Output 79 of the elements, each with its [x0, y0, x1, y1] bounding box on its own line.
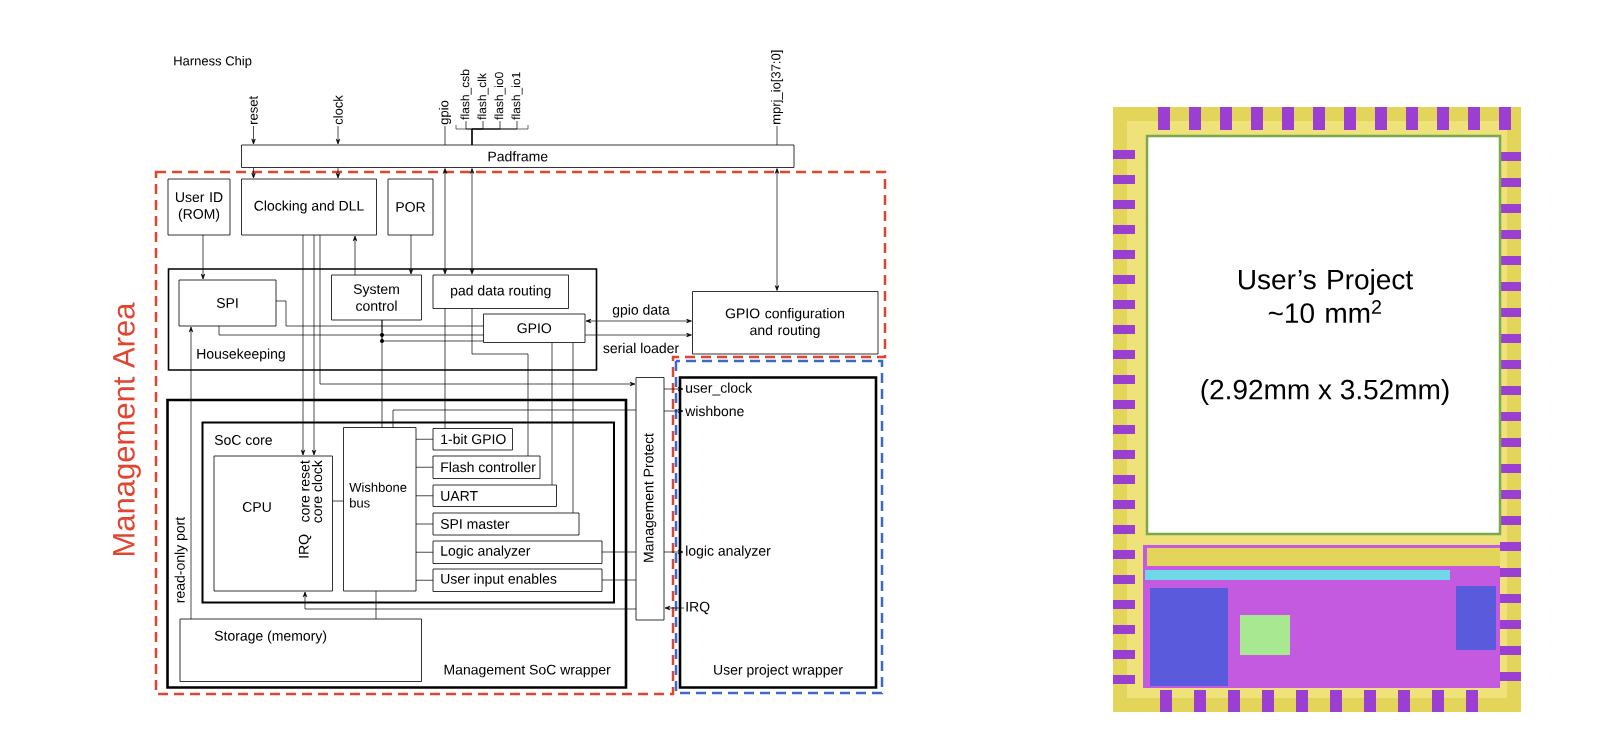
peripheral-box: Flash controller: [432, 455, 541, 479]
title: Harness Chip: [174, 55, 252, 69]
peripheral-box: Logic analyzer: [432, 540, 603, 564]
port-label: user_clock: [686, 382, 753, 396]
connector-line: [444, 125, 446, 146]
arrow: [469, 168, 475, 275]
arrow: [663, 408, 684, 414]
signal-label: flash_csb: [460, 69, 472, 120]
peripheral-box: SPI master: [432, 512, 580, 536]
connector-line: [415, 579, 434, 581]
arrow: [663, 549, 684, 555]
protect-box: Management Protect: [635, 377, 665, 621]
connector-line: [471, 308, 529, 457]
connector-line: [375, 590, 377, 620]
arrow: [319, 234, 636, 387]
peripheral-box: User input enables: [432, 568, 603, 592]
block-box: User ID (ROM): [167, 178, 231, 236]
connector-line: [601, 579, 637, 581]
block-box: SPI: [178, 279, 277, 327]
signal-label: reset: [249, 96, 258, 124]
connector-line: [392, 409, 637, 428]
connector-line: [332, 500, 344, 502]
arrow: [774, 168, 780, 291]
arrow: [585, 318, 692, 324]
bus-box: Wishbone bus: [343, 427, 417, 592]
connector-line: [776, 125, 778, 146]
edge-label: serial loader: [601, 341, 681, 355]
port-label: IRQ: [686, 601, 710, 615]
block-box: System control: [331, 274, 422, 321]
signal-label: clock: [333, 95, 343, 125]
connector-line: [415, 438, 434, 440]
edge-label: gpio data: [611, 303, 671, 319]
connector-line: [415, 495, 434, 497]
arrow: [664, 605, 685, 611]
arrow: [408, 234, 414, 275]
signal-label: flash_io1: [511, 72, 523, 120]
memory-box: Storage (memory): [179, 618, 422, 682]
connector-line: [415, 551, 434, 553]
arrow: [352, 235, 358, 276]
arrow: [251, 125, 256, 145]
arrow: [300, 234, 306, 456]
node-label: Management Area: [113, 302, 141, 555]
connector-line: [218, 325, 484, 336]
peripheral-box: UART: [432, 484, 557, 507]
block-box: GPIO configuration and routing: [692, 291, 879, 355]
edge-label: read-only port: [173, 515, 189, 605]
connector-line: [381, 319, 484, 342]
connector-line: [601, 551, 637, 553]
block-box: Clocking and DLL: [241, 178, 377, 236]
signal-label: gpio: [438, 100, 452, 125]
arrow: [663, 386, 684, 392]
signal-label: flash_clk: [477, 73, 489, 120]
connector-line: [415, 466, 434, 468]
cpu-box: CPU core reset core clock IRQ: [213, 455, 333, 592]
connector-line: [572, 342, 574, 514]
arrow: [335, 125, 341, 145]
connector-line: [471, 120, 518, 146]
arrow: [311, 234, 317, 456]
connector-line: [444, 308, 446, 429]
port-label: wishbone: [685, 405, 744, 417]
block-box: GPIO: [483, 313, 586, 343]
arrow: [251, 167, 256, 179]
block-box: pad data routing: [432, 274, 569, 309]
arrow: [584, 332, 692, 338]
padframe-bar: Padframe: [241, 144, 795, 168]
connector-line: [275, 300, 484, 327]
port-label: logic analyzer: [686, 545, 771, 559]
project-area: User’s Project ~10 mm$^{2}$ (2.92mm x 3.52mm): [1145, 134, 1502, 536]
signal-label: flash_io0: [494, 72, 506, 120]
arrow: [188, 326, 194, 620]
arrow: [200, 234, 206, 280]
signal-label: mprj_io[37:0]: [770, 50, 784, 124]
arrow: [442, 168, 448, 275]
block-box: POR: [387, 178, 434, 236]
connector-line: [551, 342, 553, 486]
connector-line: [415, 523, 434, 525]
arrow: [335, 167, 341, 179]
peripheral-box: 1-bit GPIO: [432, 428, 513, 451]
arrow: [302, 591, 637, 610]
